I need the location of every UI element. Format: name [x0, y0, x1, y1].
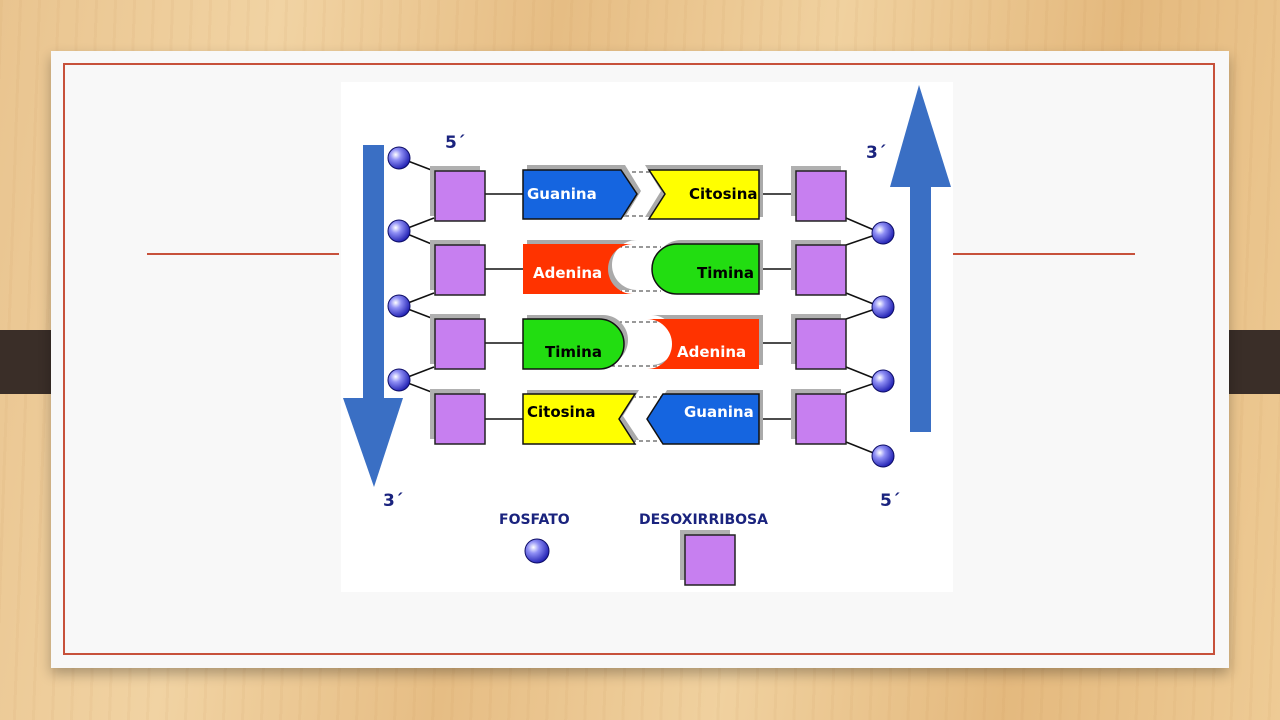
- base-label-adenina: Adenina: [533, 264, 602, 282]
- legend-sugar-label: DESOXIRRIBOSA: [639, 512, 768, 528]
- base-pair-3: Timina Adenina: [522, 315, 763, 370]
- base-label-guanina: Guanina: [527, 185, 597, 203]
- legend-sugar-icon: [684, 534, 736, 586]
- base-label-timina: Timina: [545, 343, 602, 361]
- base-label-timina: Timina: [697, 264, 754, 282]
- slide-frame: [63, 63, 1215, 655]
- base-label-guanina: Guanina: [684, 403, 754, 421]
- strand-left-3prime-label: 3´: [383, 491, 403, 511]
- legend: FOSFATO DESOXIRRIBOSA: [499, 512, 768, 586]
- strand-right-5prime-label: 5´: [880, 491, 900, 511]
- base-label-adenina: Adenina: [677, 343, 746, 361]
- phosphate-column-right: [871, 221, 895, 468]
- decorative-rule-right: [953, 253, 1135, 255]
- sugar-column-left: [430, 166, 486, 445]
- sugar-column-right: [791, 166, 847, 445]
- decorative-rule-left: [147, 253, 339, 255]
- phosphate-column-left: [387, 146, 411, 392]
- left-strand-arrow: [343, 145, 403, 487]
- base-label-citosina: Citosina: [689, 185, 758, 203]
- right-strand-arrow: [890, 85, 951, 432]
- legend-phosphate-label: FOSFATO: [499, 512, 570, 528]
- strand-left-5prime-label: 5´: [445, 133, 465, 153]
- base-label-citosina: Citosina: [527, 403, 596, 421]
- legend-phosphate-icon: [524, 538, 550, 564]
- base-pair-1: Guanina Citosina: [522, 165, 763, 220]
- base-pair-2: Adenina Timina: [523, 240, 763, 295]
- base-pair-4: Citosina Guanina: [522, 390, 763, 445]
- strand-right-3prime-label: 3´: [866, 143, 886, 163]
- dna-diagram: Guanina Citosina Adenina Timina Timina A…: [341, 82, 953, 592]
